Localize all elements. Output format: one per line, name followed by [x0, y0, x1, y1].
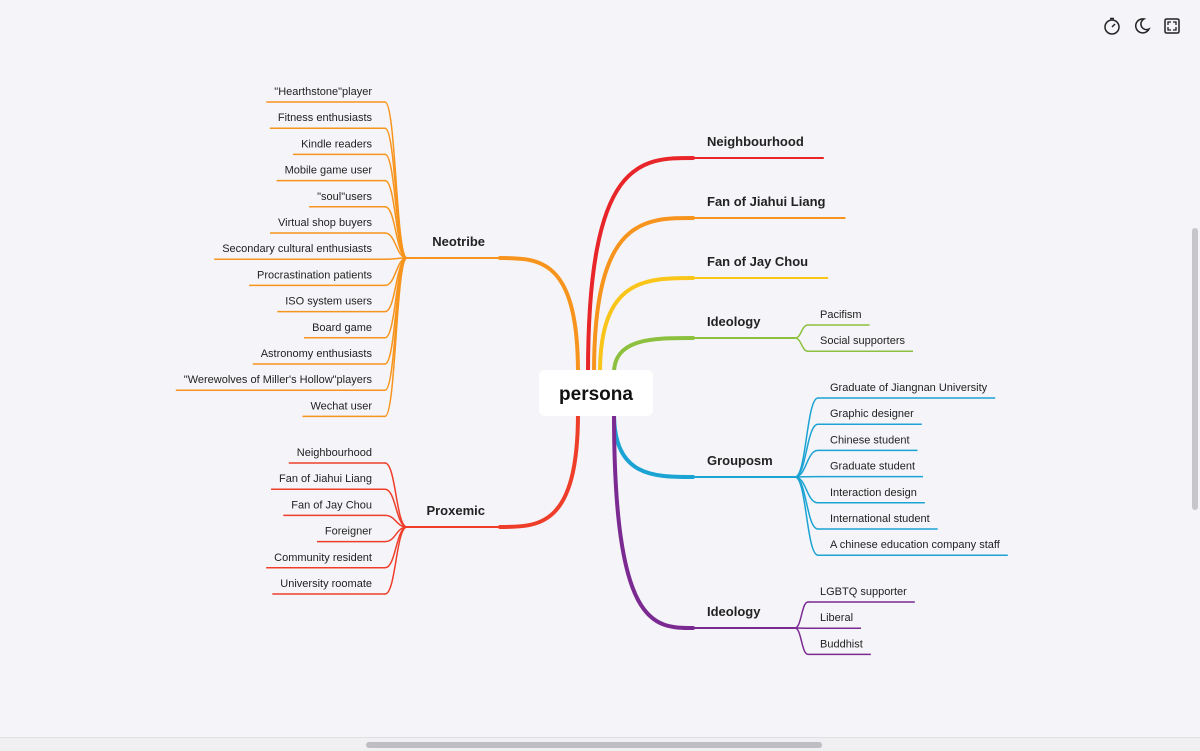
root-layer: persona [539, 370, 653, 416]
leaf-left-0-8[interactable]: ISO system users [285, 296, 372, 308]
rbranch-3-connector [614, 338, 693, 373]
leaf-left-0-11[interactable]: "Werewolves of Miller's Hollow"players [184, 374, 373, 386]
leaf-left-0-9[interactable]: Board game [312, 322, 372, 334]
leaf-left-0-4[interactable]: "soul"users [317, 191, 372, 203]
rbranch-5-label[interactable]: Ideology [707, 604, 761, 619]
leaf-left-0-12[interactable]: Wechat user [310, 400, 372, 412]
leaf-right-3-1-connector [795, 338, 808, 351]
leaf-left-1-4[interactable]: Community resident [274, 552, 372, 564]
rbranch-1-label[interactable]: Fan of Jiahui Liang [707, 194, 826, 209]
rbranch-2-connector [600, 278, 693, 373]
leaf-left-1-1[interactable]: Fan of Jiahui Liang [279, 473, 372, 485]
rbranch-5-connector [614, 413, 693, 628]
vertical-scroll-thumb[interactable] [1192, 228, 1198, 510]
leaf-left-0-1[interactable]: Fitness enthusiasts [278, 112, 373, 124]
leaf-left-1-2[interactable]: Fan of Jay Chou [291, 499, 372, 511]
leaf-left-0-3[interactable]: Mobile game user [285, 165, 373, 177]
leaf-left-1-5-connector [385, 527, 407, 594]
leaf-left-0-11-connector [385, 258, 407, 390]
leaf-right-4-6[interactable]: A chinese education company staff [830, 539, 1001, 551]
leaf-left-0-7[interactable]: Procrastination patients [257, 269, 372, 281]
leaf-left-0-6[interactable]: Secondary cultural enthusiasts [222, 243, 372, 255]
leaf-right-4-5[interactable]: International student [830, 513, 930, 525]
rbranch-1-connector [594, 218, 693, 373]
leaf-left-0-1-connector [385, 128, 407, 258]
leaf-left-0-2[interactable]: Kindle readers [301, 138, 372, 150]
vertical-scrollbar[interactable] [1190, 0, 1200, 737]
leaf-right-4-4[interactable]: Interaction design [830, 487, 917, 499]
leaf-right-4-2[interactable]: Chinese student [830, 434, 910, 446]
leaf-right-3-0[interactable]: Pacifism [820, 309, 862, 321]
rbranch-2-label[interactable]: Fan of Jay Chou [707, 254, 808, 269]
branch-0-label[interactable]: Neotribe [432, 234, 485, 249]
dark-mode-icon[interactable] [1130, 14, 1154, 38]
leaf-left-1-0[interactable]: Neighbourhood [297, 447, 372, 459]
leaf-left-0-0[interactable]: "Hearthstone"player [274, 86, 372, 98]
branch-1-label[interactable]: Proxemic [426, 503, 485, 518]
timer-icon[interactable] [1100, 14, 1124, 38]
rbranch-4-connector [614, 413, 693, 477]
horizontal-scroll-thumb[interactable] [366, 742, 822, 748]
leaf-right-4-0[interactable]: Graduate of Jiangnan University [830, 382, 988, 394]
leaf-right-5-0[interactable]: LGBTQ supporter [820, 586, 907, 598]
leaf-right-5-0-connector [795, 602, 808, 628]
branch-1-connector [500, 413, 578, 527]
leaf-left-1-5[interactable]: University roomate [280, 578, 372, 590]
fullscreen-icon[interactable] [1160, 14, 1184, 38]
leaf-right-5-2[interactable]: Buddhist [820, 638, 863, 650]
toolbar [1100, 14, 1184, 38]
leaf-right-4-3[interactable]: Graduate student [830, 461, 915, 473]
leaf-right-5-2-connector [795, 628, 808, 654]
horizontal-scrollbar[interactable] [0, 737, 1200, 751]
leaf-right-3-0-connector [795, 325, 808, 338]
leaf-right-4-1[interactable]: Graphic designer [830, 408, 914, 420]
rbranch-0-label[interactable]: Neighbourhood [707, 134, 804, 149]
leaf-left-1-3[interactable]: Foreigner [325, 526, 372, 538]
root-label: persona [559, 384, 633, 405]
leaf-left-0-10-connector [385, 258, 407, 364]
leaf-right-5-1[interactable]: Liberal [820, 612, 853, 624]
leaf-left-1-0-connector [385, 463, 407, 527]
rbranch-4-label[interactable]: Grouposm [707, 453, 773, 468]
leaf-right-4-5-connector [795, 477, 818, 529]
leaf-left-0-5[interactable]: Virtual shop buyers [278, 217, 372, 229]
branch-0-connector [500, 258, 578, 373]
leaf-left-0-10[interactable]: Astronomy enthusiasts [261, 348, 373, 360]
leaf-right-3-1[interactable]: Social supporters [820, 335, 905, 347]
rbranch-3-label[interactable]: Ideology [707, 314, 761, 329]
